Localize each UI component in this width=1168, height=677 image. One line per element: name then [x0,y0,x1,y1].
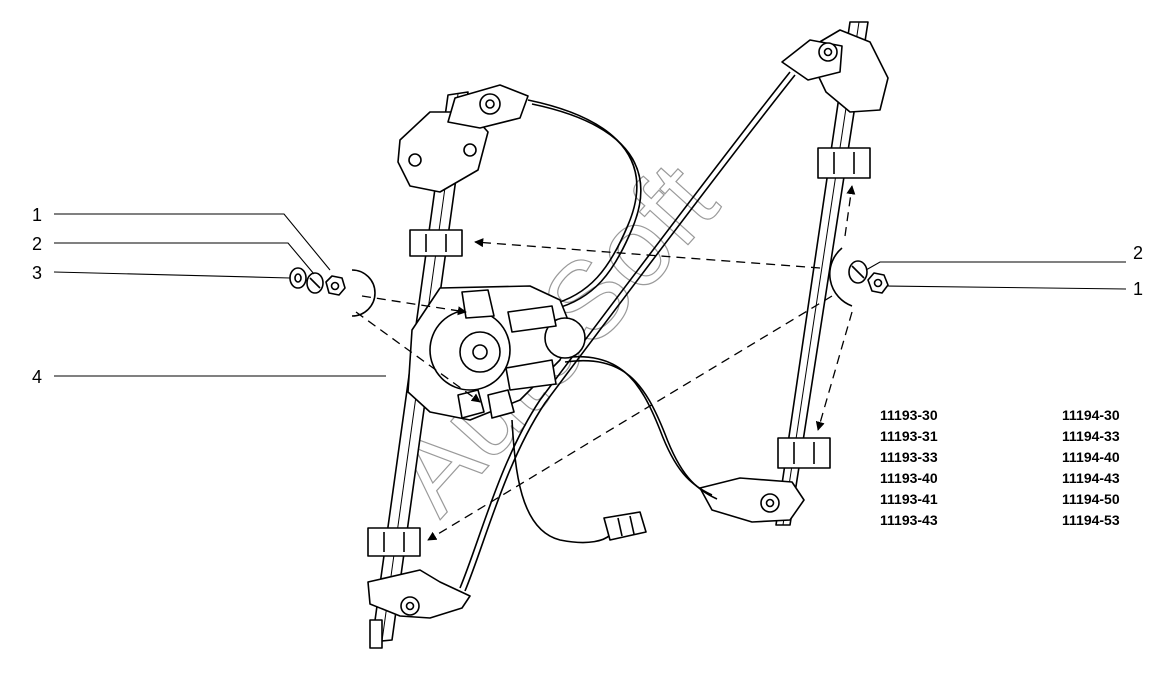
left-upper-glass-clip [409,229,463,257]
model-code: 11193-43 [880,512,938,528]
model-code: 11194-40 [1062,449,1120,465]
model-code: 11193-40 [880,470,938,486]
model-code: 11193-30 [880,407,938,423]
right-lower-glass-clip [777,437,831,469]
right-top-pulley-bracket [781,29,889,113]
callout-4-left: 4 [32,367,42,387]
right-bottom-pulley [699,477,805,523]
right-fasteners [829,247,889,307]
left-lower-glass-clip [367,527,421,557]
model-code: 11194-33 [1062,428,1120,444]
assembly-arrows [355,185,856,541]
right-upper-glass-clip [817,147,871,179]
model-code: 11194-53 [1062,512,1120,528]
model-code: 11194-43 [1062,470,1120,486]
regulator-cables [459,71,796,592]
leader-lines [53,213,1127,377]
model-code: 11193-41 [880,491,938,507]
callout-2-right: 2 [1133,243,1143,263]
left-top-pulley-bracket [397,84,529,193]
callout-1-right: 1 [1133,279,1143,299]
model-code: 11193-31 [880,428,938,444]
motor-wiring-connector [511,419,647,544]
callout-3-left: 3 [32,263,42,283]
model-code: 11194-30 [1062,407,1120,423]
callout-2-left: 2 [32,234,42,254]
callout-1-left: 1 [32,205,42,225]
left-fasteners [289,267,376,317]
model-list-col2: 11194-30 11194-33 11194-40 11194-43 1119… [1062,407,1120,528]
electric-motor [407,285,586,421]
model-code: 11194-50 [1062,491,1120,507]
model-list-col1: 11193-30 11193-31 11193-33 11193-40 1119… [880,407,938,528]
model-code: 11193-33 [880,449,938,465]
left-bottom-pulley [367,569,471,619]
